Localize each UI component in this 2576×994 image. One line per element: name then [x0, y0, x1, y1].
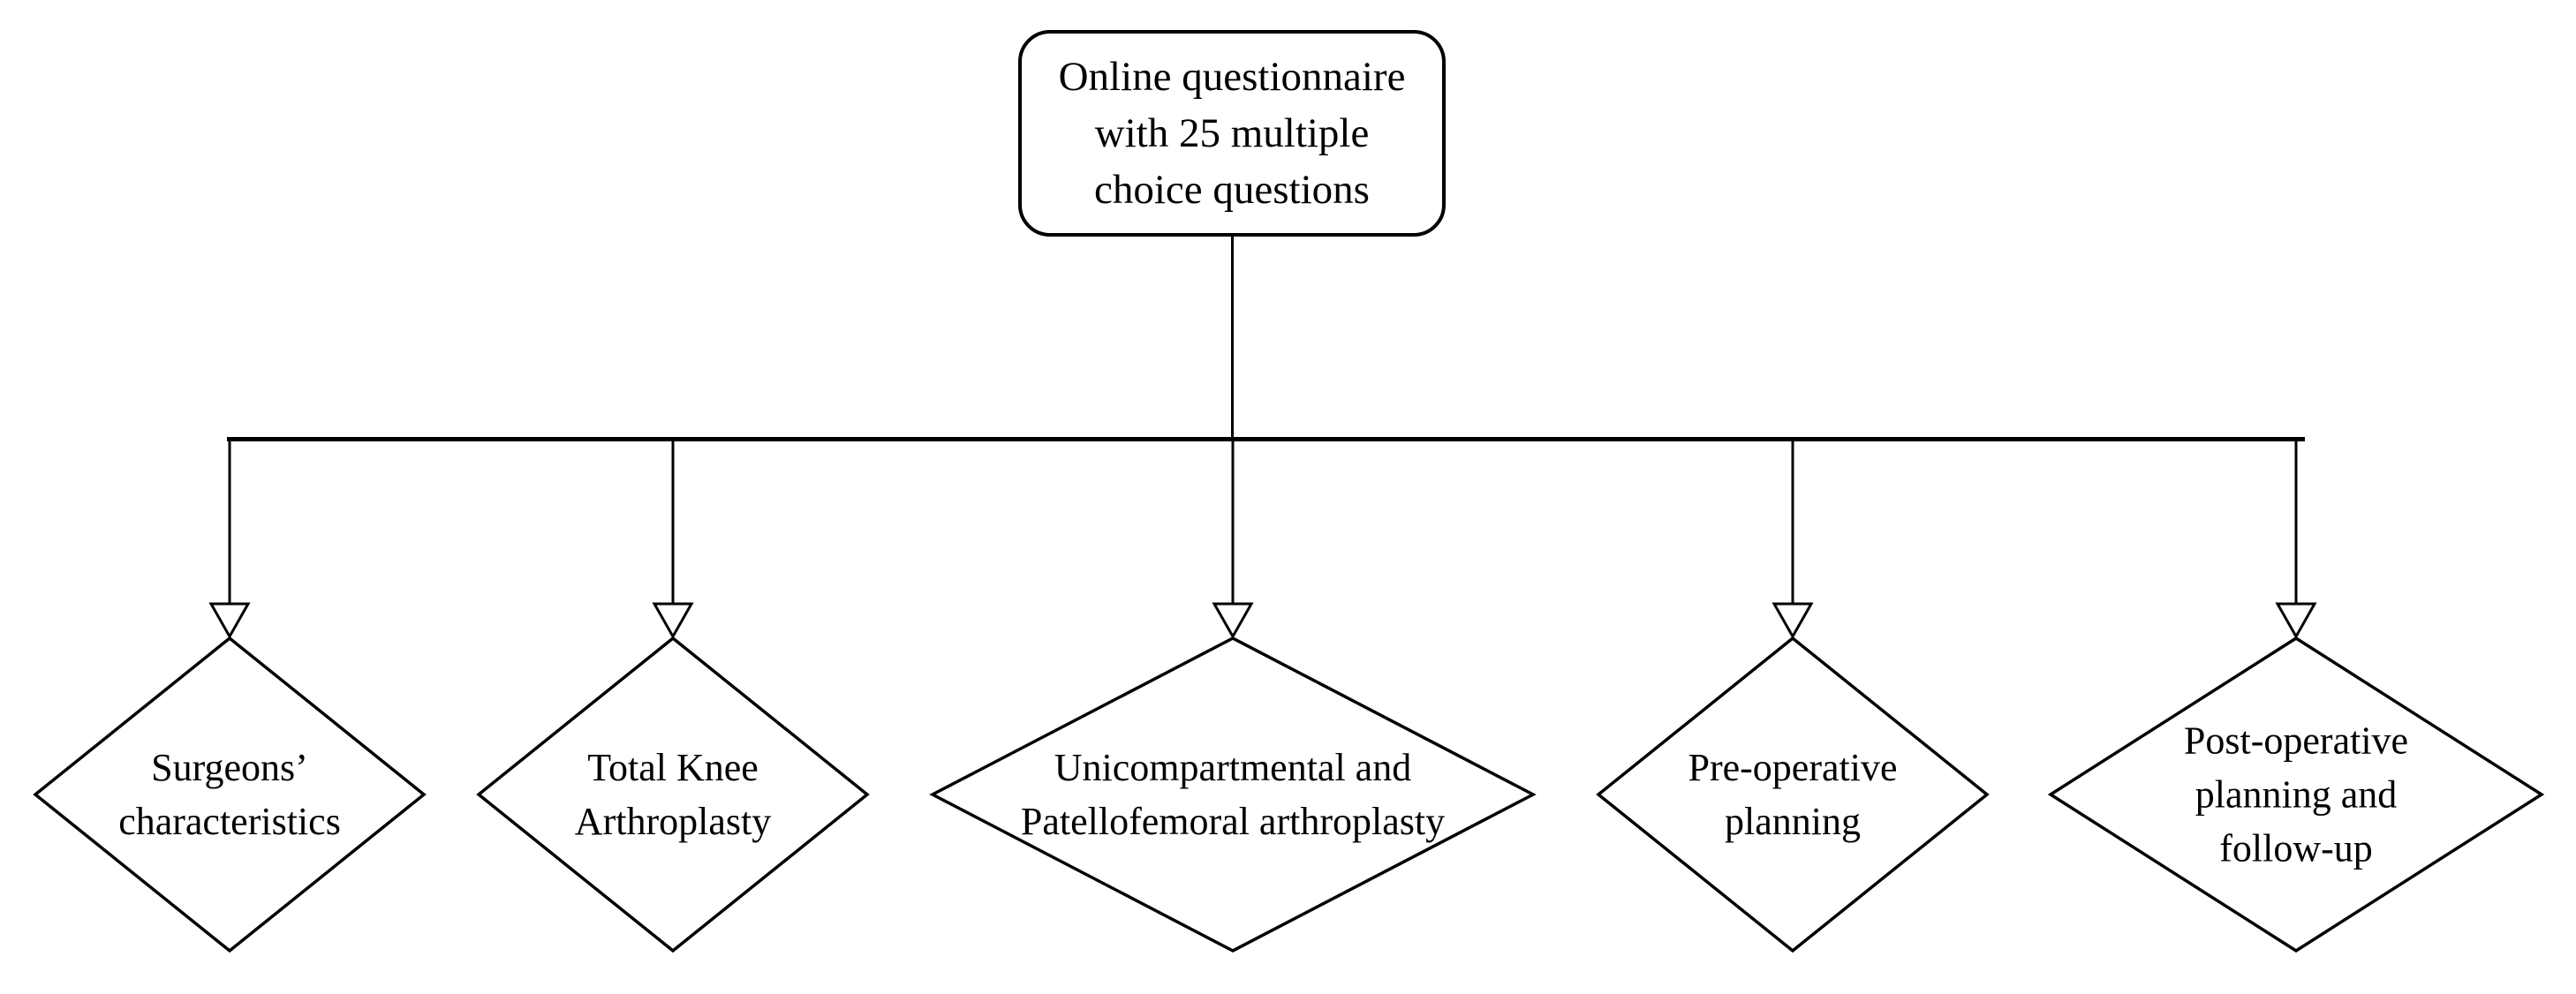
label-line: Post-operative	[2183, 719, 2409, 763]
label-line: Patellofemoral arthroplasty	[1020, 800, 1446, 843]
label-line: follow-up	[2219, 826, 2373, 870]
diamond-shape-total-knee-arthroplasty	[476, 636, 870, 953]
decision-node-label-total-knee-arthroplasty: Total Knee Arthroplasty	[575, 741, 771, 848]
label-line: planning and	[2195, 772, 2398, 817]
diamond-shape-pre-operative-planning	[1596, 636, 1990, 953]
decision-node-label-pre-operative-planning: Pre-operative planning	[1688, 741, 1898, 848]
root-node-line: Online questionnaire	[1058, 54, 1406, 100]
decision-node-label-post-operative-planning: Post-operative planning and follow-up	[2184, 714, 2408, 876]
decision-node-label-unicompartmental-patellofemoral: Unicompartmental and Patellofemoral arth…	[1021, 741, 1445, 848]
arrowhead-icon-1	[208, 602, 251, 640]
label-line: Unicompartmental and	[1054, 746, 1412, 789]
label-line: characteristics	[118, 800, 341, 843]
label-line: Arthroplasty	[574, 800, 772, 843]
diamond-shape-post-operative-planning	[2047, 636, 2545, 953]
arrowhead-icon-4	[1771, 602, 1814, 640]
label-line: Pre-operative	[1688, 746, 1898, 789]
arrowhead-icon-5	[2275, 602, 2317, 640]
diamond-shape-unicompartmental-patellofemoral	[929, 636, 1537, 953]
arrowhead-icon-3	[1212, 602, 1254, 640]
root-node-line: with 25 multiple	[1094, 110, 1370, 156]
label-line: Total Knee	[587, 746, 759, 789]
label-line: Surgeons’	[151, 746, 308, 789]
arrowhead-icon-2	[652, 602, 694, 640]
label-line: planning	[1725, 800, 1861, 843]
process-node-online-questionnaire: Online questionnaire with 25 multiple ch…	[1018, 30, 1446, 237]
decision-node-label-surgeons-characteristics: Surgeons’ characteristics	[118, 741, 341, 848]
root-node-line: choice questions	[1094, 167, 1370, 213]
diamond-shape-surgeons-characteristics	[33, 636, 427, 953]
